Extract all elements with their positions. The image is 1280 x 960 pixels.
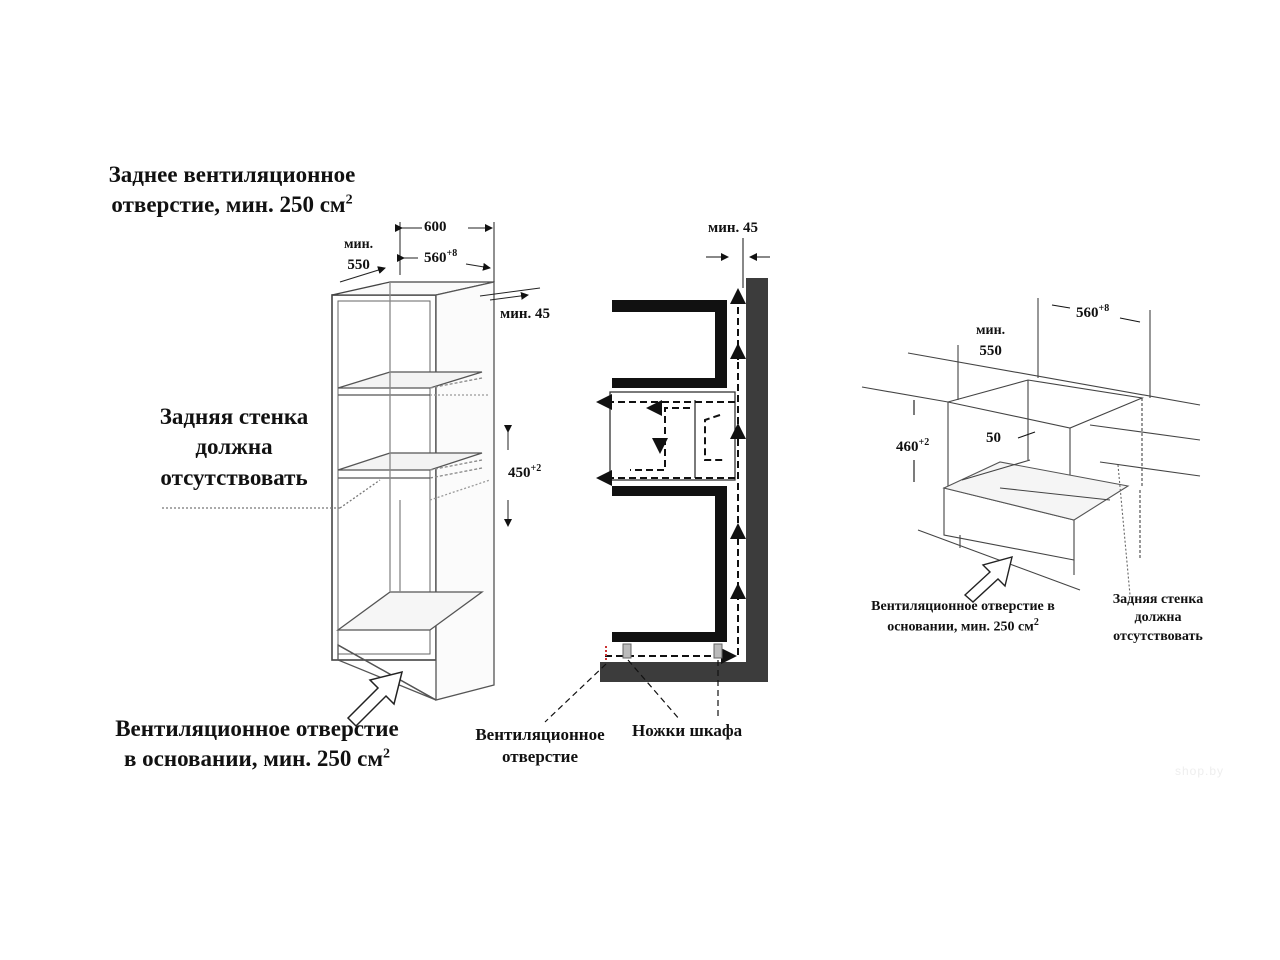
back-wall-right-line1: Задняя стенка (1112, 592, 1204, 607)
dim-460: 460+2 (896, 437, 930, 455)
dim-560-left: 560+8 (424, 248, 458, 266)
vent-hole-line2: отверстие (501, 747, 579, 767)
tall-cabinet-drawing (162, 281, 495, 701)
dim-min45-middle: мин. 45 (708, 220, 759, 236)
rear-vent-line2: отверстие, мин. 250 см2 (111, 192, 353, 218)
left-dimension-lines (339, 222, 541, 527)
rear-vent-line1: Заднее вентиляционное (108, 162, 356, 187)
base-vent-line2: в основании, мин. 250 см2 (123, 746, 391, 772)
back-wall-right-line3: отсутствовать (1113, 628, 1203, 644)
back-wall-label-right: Задняя стенка должна отсутствовать (1098, 591, 1218, 646)
base-vent-right-line1: Вентиляционное отверстие в (871, 599, 1055, 614)
base-vent-label: Вентиляционное отверстие в основании, ми… (88, 714, 426, 775)
dim-min45-left: мин. 45 (500, 306, 551, 322)
airflow-arrow-icon-right (963, 556, 1013, 603)
base-vent-label-right: Вентиляционное отверстие в основании, ми… (858, 598, 1068, 638)
dim-min-text-right: мин. (976, 323, 1006, 338)
airflow-arrow-icon (346, 670, 404, 728)
vent-hole-label: Вентиляционное отверстие (460, 724, 620, 769)
watermark: shop.by (1175, 764, 1225, 778)
under-counter-drawing (861, 298, 1201, 596)
back-wall-line3: отсутствовать (160, 464, 308, 490)
dim-50: 50 (986, 430, 1001, 446)
vent-hole-line1: Вентиляционное (475, 725, 605, 744)
back-wall-line1: Задняя стенка (159, 404, 309, 429)
rear-vent-label: Заднее вентиляционное отверстие, мин. 25… (82, 160, 382, 221)
dim-600: 600 (424, 219, 447, 235)
back-wall-right-line2: должна (1134, 610, 1182, 626)
dim-550-text-right: 550 (979, 342, 1002, 359)
dim-450: 450+2 (508, 463, 542, 481)
dim-560-right: 560+8 (1076, 303, 1110, 321)
cross-section-drawing (544, 238, 770, 723)
base-vent-line1: Вентиляционное отверстие (115, 716, 399, 741)
dim-min-550-left: мин. 550 (344, 236, 373, 275)
back-wall-line2: должна (195, 434, 273, 460)
back-wall-label: Задняя стенка должна отсутствовать (136, 402, 332, 493)
dim-550-text: 550 (347, 256, 370, 273)
dim-min-text: мин. (344, 237, 374, 252)
cabinet-legs-label: Ножки шкафа (632, 721, 743, 740)
dim-min-550-right: мин. 550 (976, 322, 1005, 361)
base-vent-right-line2: основании, мин. 250 см2 (887, 617, 1039, 636)
